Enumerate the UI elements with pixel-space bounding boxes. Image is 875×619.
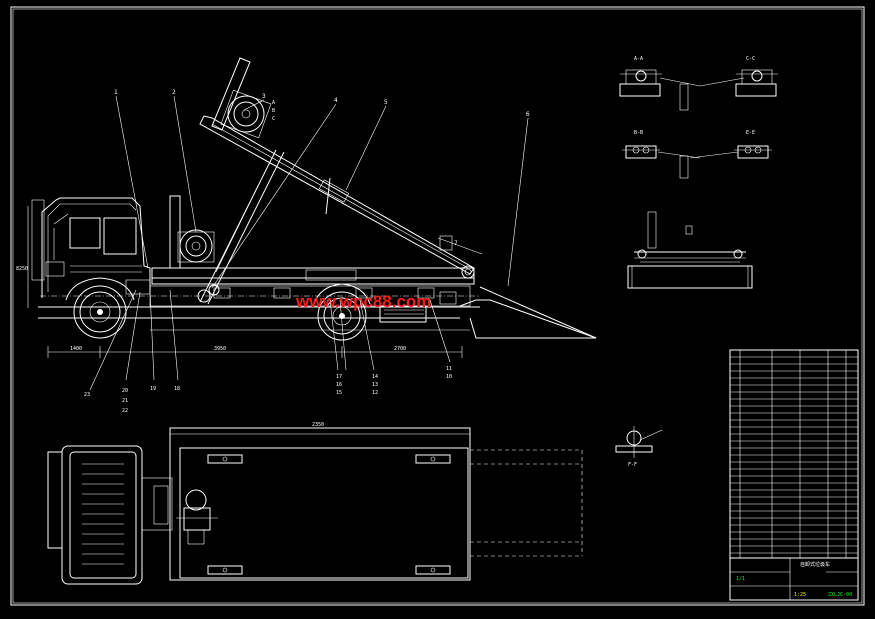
svg-text:1400: 1400 bbox=[70, 346, 82, 352]
anchor-pads bbox=[207, 454, 451, 575]
svg-text:B-B: B-B bbox=[634, 130, 643, 136]
truck-cab bbox=[31, 197, 151, 298]
svg-text:C-C: C-C bbox=[746, 56, 755, 62]
callout-leaders-top bbox=[115, 95, 529, 289]
svg-text:E-E: E-E bbox=[746, 130, 755, 136]
main-frame bbox=[40, 267, 480, 307]
svg-text:19: 19 bbox=[150, 386, 156, 392]
svg-text:1: 1 bbox=[114, 89, 118, 96]
section-detail-frame bbox=[627, 211, 753, 289]
plan-view: 2350 bbox=[47, 422, 583, 585]
svg-text:A: A bbox=[272, 100, 275, 106]
svg-text:2350: 2350 bbox=[312, 422, 324, 428]
svg-text:22: 22 bbox=[122, 408, 128, 414]
section-f-f: F-F bbox=[615, 426, 663, 468]
side-elevation-view: www.wpc88.com 1 2 3 4 5 6 7 A B C bbox=[16, 57, 597, 414]
svg-text:6: 6 bbox=[526, 111, 530, 118]
svg-text:自卸式垃圾车: 自卸式垃圾车 bbox=[800, 561, 830, 568]
section-b-b: B-B bbox=[622, 130, 701, 159]
svg-text:7: 7 bbox=[454, 240, 458, 247]
svg-text:16: 16 bbox=[336, 382, 342, 388]
callout-leaders-bottom bbox=[89, 289, 451, 391]
drawing-inner-border bbox=[12, 8, 863, 604]
svg-text:17: 17 bbox=[336, 374, 342, 380]
parts-list-table bbox=[729, 349, 859, 559]
svg-text:1:25: 1:25 bbox=[794, 592, 806, 598]
svg-text:10: 10 bbox=[446, 374, 452, 380]
svg-text:3950: 3950 bbox=[214, 346, 226, 352]
svg-text:14: 14 bbox=[372, 374, 378, 380]
svg-text:5: 5 bbox=[384, 99, 388, 106]
svg-text:8250: 8250 bbox=[16, 266, 28, 272]
hub-labels: A B C bbox=[272, 100, 275, 122]
watermark: www.wpc88.com bbox=[295, 292, 431, 311]
svg-text:F-F: F-F bbox=[628, 462, 637, 468]
svg-text:21: 21 bbox=[122, 398, 128, 404]
svg-text:3: 3 bbox=[262, 93, 266, 100]
callout-numbers-top: 1 2 3 4 5 6 7 bbox=[114, 89, 530, 247]
svg-text:12: 12 bbox=[372, 390, 378, 396]
svg-text:4: 4 bbox=[334, 97, 338, 104]
title-block: 自卸式垃圾车 ZXLJC-00 1:25 1/1 bbox=[729, 557, 859, 601]
svg-text:2: 2 bbox=[172, 89, 176, 96]
svg-text:18: 18 bbox=[174, 386, 180, 392]
svg-text:20: 20 bbox=[122, 388, 128, 394]
section-c-c: C-C bbox=[679, 56, 778, 111]
svg-text:23: 23 bbox=[84, 392, 90, 398]
front-wheel bbox=[65, 277, 135, 339]
svg-text:C: C bbox=[272, 116, 275, 122]
drawing-border bbox=[10, 6, 865, 606]
svg-text:A-A: A-A bbox=[634, 56, 643, 62]
callout-numbers-bottom: 23 20 21 22 19 18 17 16 15 14 13 12 11 1… bbox=[84, 366, 452, 414]
tilted-arm-assembly bbox=[197, 57, 483, 305]
hook-assembly-plan bbox=[176, 489, 218, 545]
side-dimensions: 1400 3950 2700 8250 bbox=[16, 206, 463, 358]
svg-text:ZXLJC-00: ZXLJC-00 bbox=[828, 592, 852, 598]
section-e-e: E-E bbox=[679, 130, 772, 179]
svg-text:13: 13 bbox=[372, 382, 378, 388]
svg-text:11: 11 bbox=[446, 366, 452, 372]
section-a-a: A-A bbox=[619, 56, 701, 97]
svg-text:2700: 2700 bbox=[394, 346, 406, 352]
svg-text:1/1: 1/1 bbox=[736, 576, 745, 582]
svg-text:15: 15 bbox=[336, 390, 342, 396]
svg-text:B: B bbox=[272, 108, 275, 114]
